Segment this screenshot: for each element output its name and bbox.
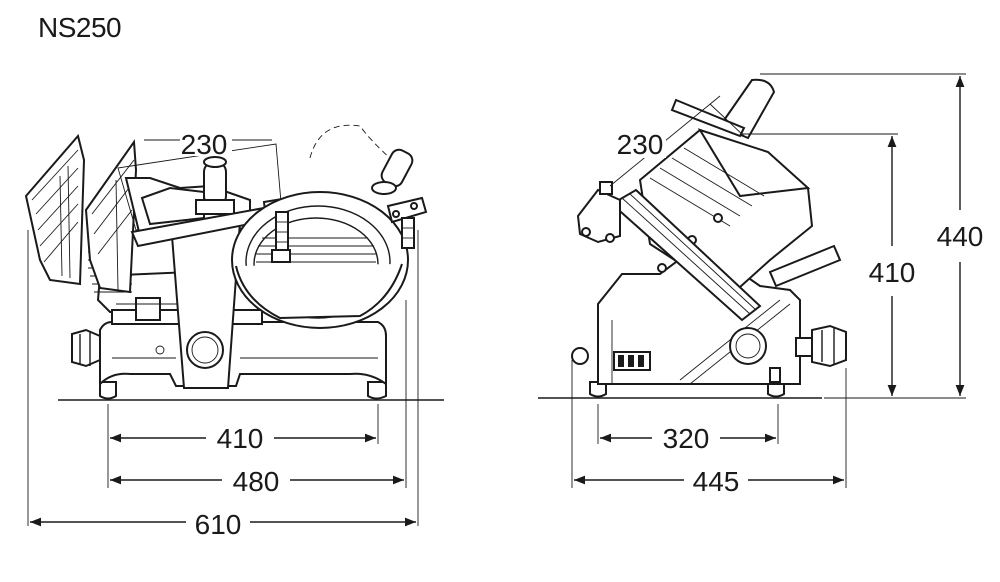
side-right-foot (767, 381, 785, 398)
front-right-bolt (401, 217, 415, 249)
front-left-tray (24, 133, 86, 286)
side-motor-knob (729, 327, 767, 365)
side-overall-depth-label: 445 (693, 466, 740, 497)
front-left-knob (71, 328, 101, 368)
front-base (99, 321, 387, 387)
side-overall-height-label: 440 (937, 221, 984, 252)
front-bolts (271, 211, 291, 263)
front-blade-height-label: 230 (181, 129, 228, 160)
side-right-knob (811, 324, 847, 368)
front-overall-width-label: 610 (195, 509, 242, 540)
front-sharpener-swing (309, 124, 393, 161)
side-left-foot (589, 381, 607, 398)
side-sharpener (768, 244, 842, 288)
front-right-foot (367, 381, 387, 400)
front-base-width-label: 480 (233, 466, 280, 497)
front-foot-span-label: 410 (217, 423, 264, 454)
side-foot-span-label: 320 (663, 423, 710, 454)
front-left-foot (99, 381, 117, 400)
front-view: 230 410 480 610 (24, 124, 444, 540)
side-body-height-label: 410 (869, 257, 916, 288)
side-blade-height-label: 230 (617, 129, 664, 160)
side-left-button (571, 347, 589, 365)
front-right-tray (84, 139, 138, 294)
model-title: NS250 (38, 12, 122, 43)
side-view: 230 440 410 320 445 (538, 73, 984, 497)
